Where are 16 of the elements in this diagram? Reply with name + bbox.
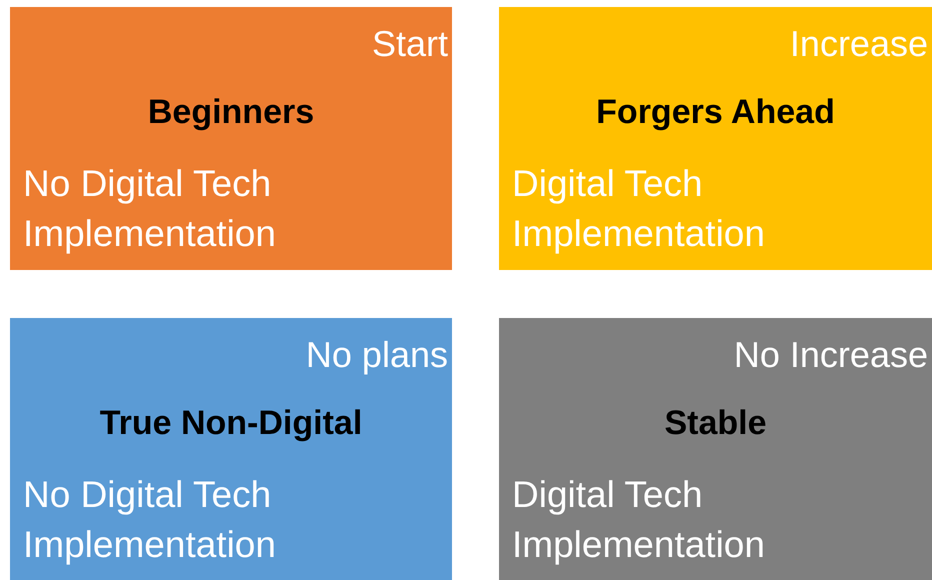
category-title: Stable (663, 404, 768, 443)
category-panel (499, 318, 932, 580)
status-label: Start (372, 23, 448, 65)
status-label: Increase (790, 23, 928, 65)
category-panel (10, 318, 452, 580)
category-panel (499, 7, 932, 270)
category-panel (10, 7, 452, 270)
category-title: True Non-Digital (98, 404, 364, 443)
description-text: Digital Tech Implementation (512, 162, 766, 256)
category-title: Forgers Ahead (595, 93, 836, 132)
description-text: No Digital Tech Implementation (23, 473, 277, 567)
status-label: No plans (306, 334, 448, 376)
description-text: Digital Tech Implementation (512, 473, 766, 567)
status-label: No Increase (734, 334, 928, 376)
description-text: No Digital Tech Implementation (23, 162, 277, 256)
category-title: Beginners (146, 93, 316, 132)
